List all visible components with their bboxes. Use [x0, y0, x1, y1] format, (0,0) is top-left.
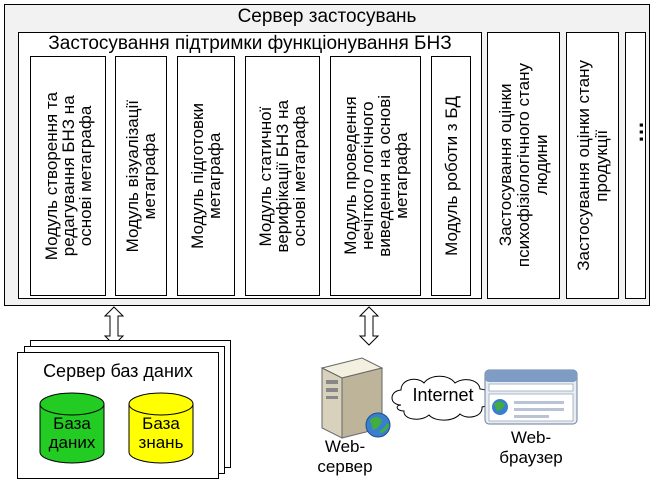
- web-browser-icon: [484, 369, 578, 425]
- web-connector-arrow: [358, 306, 380, 346]
- module-fuzzy-inference: Модуль проведення нечіткого логічного ви…: [330, 56, 421, 296]
- web-server-label: Web- сервер: [317, 437, 373, 476]
- web-server-icon: [320, 357, 391, 439]
- app-psychophysiological: Застосування оцінки психофізіологічного …: [487, 32, 560, 299]
- web-browser-label: Web- браузер: [499, 428, 563, 467]
- module-visualization: Модуль візуалізації метаграфа: [115, 56, 167, 296]
- main-application-title: Застосування підтримки функціонування БН…: [48, 33, 452, 54]
- internet-label: Internet: [412, 385, 474, 405]
- module-static-verification: Модуль статичної верифікації БНЗ на осно…: [245, 56, 320, 296]
- knowledge-base-label: База знань: [138, 414, 184, 452]
- database-cylinders: [39, 392, 194, 464]
- app-server-title: Сервер застосувань: [237, 6, 417, 27]
- database-cylinder-icon: [39, 392, 105, 464]
- app-product-state: Застосування оцінки стану продукції: [566, 32, 619, 299]
- knowledge-base-cylinder-icon: [128, 392, 194, 464]
- module-preparation: Модуль підготовки метаграфа: [177, 56, 235, 296]
- database-label: База даних: [48, 414, 96, 452]
- app-more: …: [625, 32, 646, 299]
- module-create-edit: Модуль створення та редагування БНЗ на о…: [30, 56, 106, 296]
- module-database: Модуль роботи з БД: [431, 56, 471, 296]
- db-server-title: Сервер баз даних: [43, 361, 193, 381]
